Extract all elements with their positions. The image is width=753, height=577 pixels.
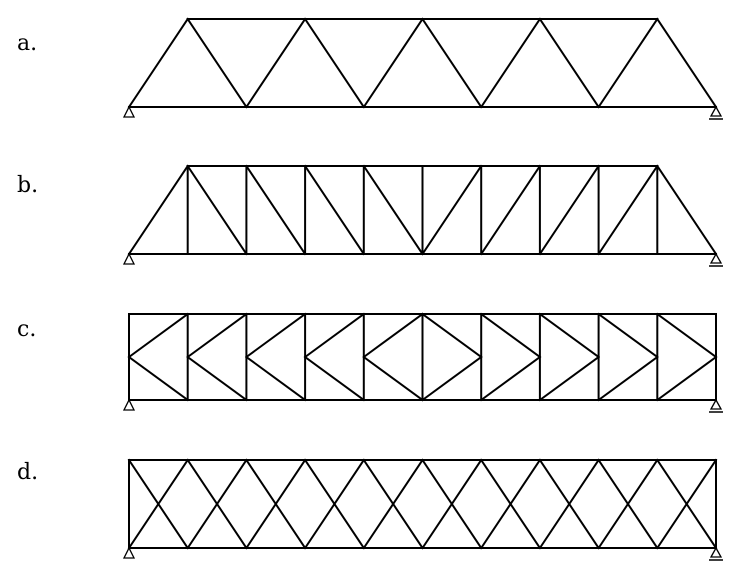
k-diagonal <box>479 312 542 359</box>
k-diagonal <box>421 312 483 359</box>
diagonal <box>421 458 483 550</box>
truss-c: c. <box>17 312 718 402</box>
roller-triangle <box>709 105 723 117</box>
roller-triangle <box>709 546 723 558</box>
k-diagonal <box>597 355 659 402</box>
k-diagonal <box>245 312 307 359</box>
pin-support <box>122 398 136 411</box>
diagonal <box>479 164 542 256</box>
diagonal <box>597 17 659 109</box>
diagonal <box>186 17 248 109</box>
diagonal <box>362 164 424 256</box>
truss-b: b. <box>17 164 718 256</box>
pin-support <box>122 252 136 265</box>
k-diagonal <box>421 355 483 402</box>
k-diagonal <box>479 355 542 402</box>
diagonal <box>538 458 600 550</box>
k-diagonal <box>303 312 366 359</box>
diagonal <box>538 164 600 256</box>
diagonal <box>479 458 542 550</box>
end-diagonal <box>655 164 718 256</box>
diagonal <box>597 458 659 550</box>
k-diagonal <box>186 355 248 402</box>
truss-c-members <box>127 312 718 402</box>
roller-support <box>709 398 723 413</box>
diagonal <box>479 17 542 109</box>
k-diagonal <box>303 355 366 402</box>
roller-support <box>709 105 723 120</box>
roller-support <box>709 546 723 561</box>
truss-d-members <box>127 458 718 550</box>
k-diagonal <box>538 312 600 359</box>
diagonal <box>362 458 424 550</box>
pin-support <box>122 105 136 118</box>
diagonal <box>245 164 307 256</box>
roller-support <box>709 252 723 267</box>
end-diagonal <box>655 17 718 109</box>
diagonal <box>655 458 718 550</box>
truss-a-label: a. <box>17 31 37 56</box>
end-diagonal <box>127 17 190 109</box>
diagonal <box>303 17 366 109</box>
k-diagonal <box>245 355 307 402</box>
diagonal <box>303 164 366 256</box>
diagonal <box>245 17 307 109</box>
k-diagonal <box>186 312 248 359</box>
k-diagonal <box>127 312 190 359</box>
k-diagonal <box>362 312 424 359</box>
diagonal <box>538 17 600 109</box>
k-diagonal <box>597 312 659 359</box>
diagonal <box>186 458 248 550</box>
k-diagonal <box>655 355 718 402</box>
k-diagonal <box>655 312 718 359</box>
truss-d: d. <box>17 458 718 550</box>
truss-a-members <box>127 17 718 109</box>
diagonal <box>127 458 190 550</box>
truss-d-label: d. <box>17 460 38 485</box>
diagonal <box>597 164 659 256</box>
truss-b-members <box>127 164 718 256</box>
truss-c-label: c. <box>17 317 36 342</box>
k-diagonal <box>127 355 190 402</box>
truss-a: a. <box>17 17 718 109</box>
roller-triangle <box>709 252 723 264</box>
diagonal <box>421 164 483 256</box>
diagonal <box>303 458 366 550</box>
k-diagonal <box>538 355 600 402</box>
roller-triangle <box>709 398 723 410</box>
diagonal <box>186 164 248 256</box>
diagonal <box>421 17 483 109</box>
diagonal <box>245 458 307 550</box>
pin-support <box>122 546 136 559</box>
truss-b-label: b. <box>17 173 38 198</box>
end-diagonal <box>127 164 190 256</box>
diagonal <box>362 17 424 109</box>
k-diagonal <box>362 355 424 402</box>
